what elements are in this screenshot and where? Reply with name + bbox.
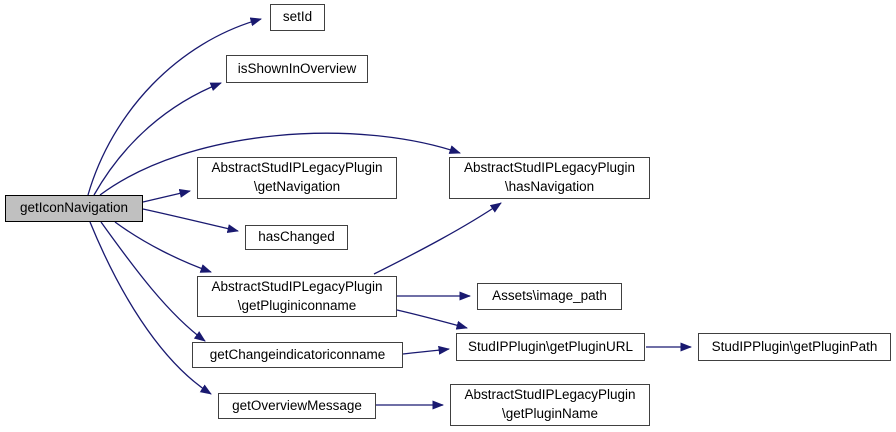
node-getPluginName[interactable]: AbstractStudIPLegacyPlugin \getPluginNam… [450,384,650,426]
node-image-path[interactable]: Assets\image_path [477,283,622,310]
edge-getIconNavigation-hasChanged [142,208,239,233]
node-setId[interactable]: setId [270,4,325,31]
node-getPluginiconname[interactable]: AbstractStudIPLegacyPlugin \getPluginico… [197,276,397,317]
node-getNavigation[interactable]: AbstractStudIPLegacyPlugin \getNavigatio… [197,157,397,199]
node-hasChanged[interactable]: hasChanged [245,225,348,250]
node-getPluginPath[interactable]: StudIPPlugin\getPluginPath [698,333,891,361]
node-getPluginURL[interactable]: StudIPPlugin\getPluginURL [456,333,645,361]
node-getIconNavigation: getIconNavigation [5,195,143,222]
node-getOverviewMessage[interactable]: getOverviewMessage [218,393,376,419]
edge-getIconNavigation-getOverviewMessage [89,221,212,395]
edge-getIconNavigation-getChangeindicatoriconname [100,221,206,342]
edge-getIconNavigation-getPluginiconname [114,221,212,273]
edge-getChangeindicatoriconname-getPluginURL [402,345,450,355]
node-getChangeindicatoriconname[interactable]: getChangeindicatoriconname [192,342,403,368]
node-hasNavigation[interactable]: AbstractStudIPLegacyPlugin \hasNavigatio… [449,157,650,199]
edge-getPluginiconname-getPluginURL [396,309,468,330]
edge-getIconNavigation-getNavigation [142,189,191,203]
node-isShownInOverview[interactable]: isShownInOverview [226,55,368,83]
edge-getPluginiconname-hasNavigation [373,202,502,275]
